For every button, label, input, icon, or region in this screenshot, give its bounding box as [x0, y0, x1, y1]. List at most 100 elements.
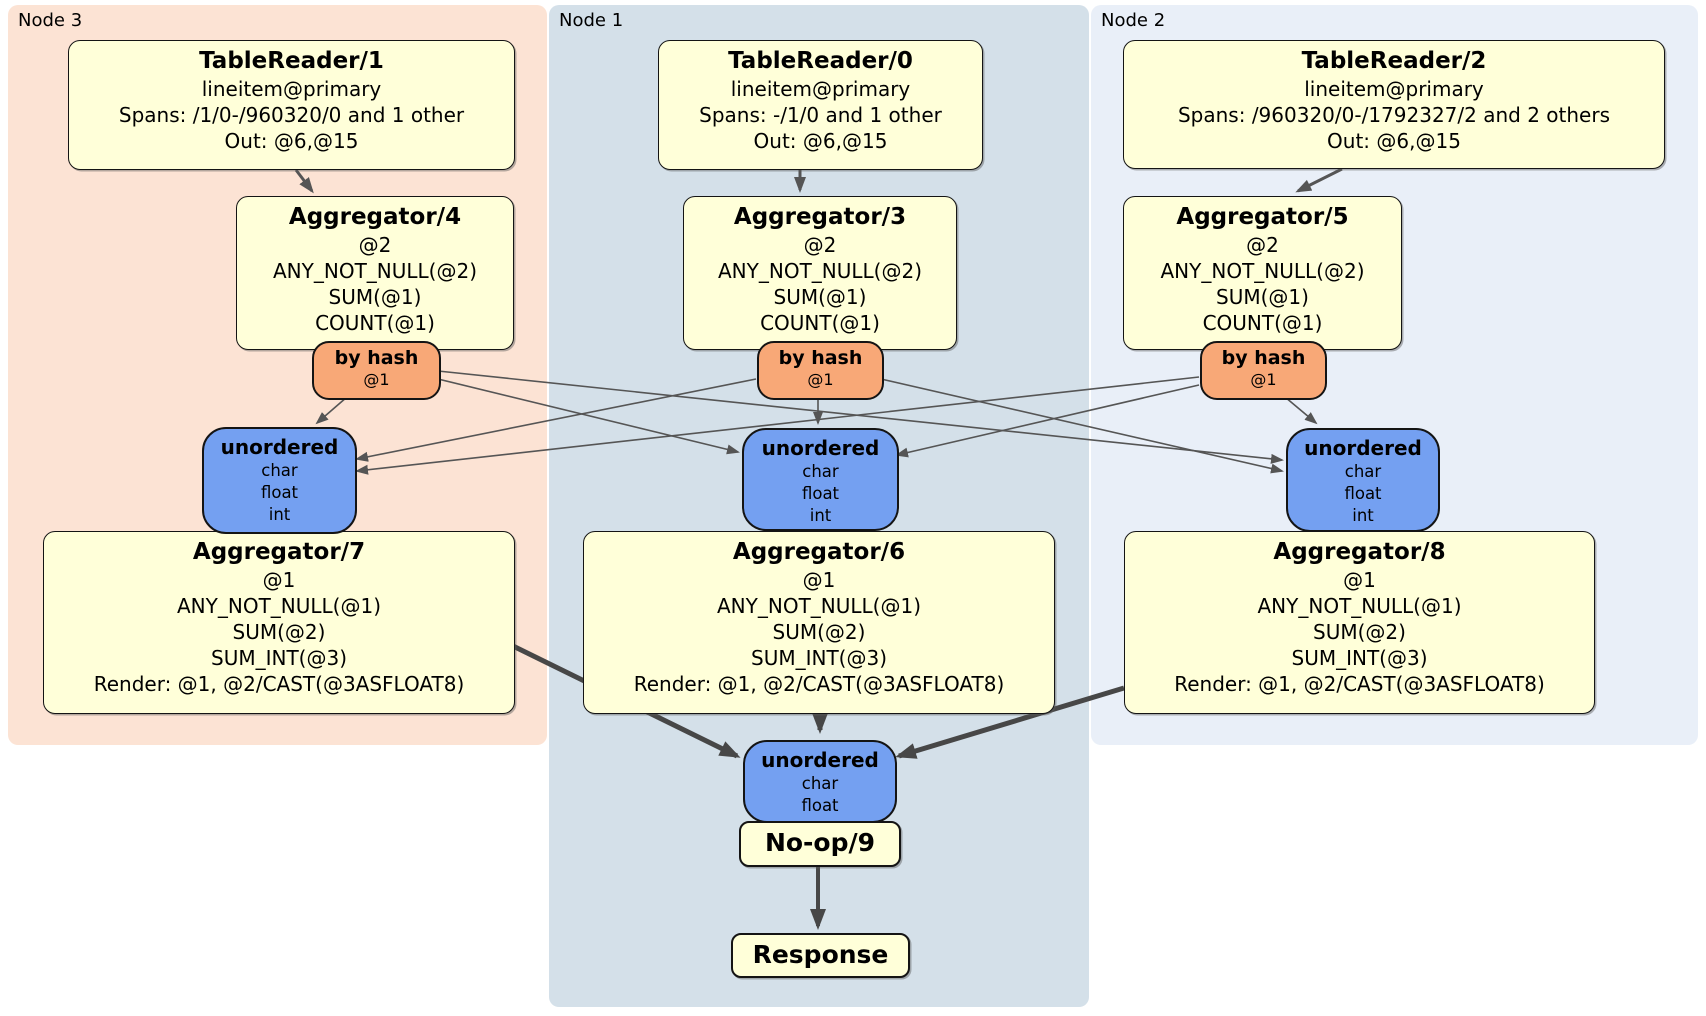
unordered-sync-node1-title: unordered [761, 436, 880, 460]
text-line: char [1344, 462, 1382, 481]
noop-box: No-op/9 [739, 821, 901, 867]
hash-router-node3: by hash @1 [312, 341, 441, 400]
unordered-sync-node3-title: unordered [220, 435, 339, 459]
text-line: Spans: -/1/0 and 1 other [699, 103, 942, 127]
text-line: @2 [803, 233, 837, 257]
text-line: ANY_NOT_NULL(@2) [1160, 259, 1365, 283]
text-line: char [261, 461, 298, 480]
node1-label: Node 1 [559, 10, 624, 31]
node3-label: Node 3 [18, 10, 83, 31]
aggregator-3-title: Aggregator/3 [733, 204, 907, 230]
edge-hash3-sync1 [437, 378, 740, 455]
unordered-sync-final-lines: char float [745, 773, 895, 817]
hash-router-node1: by hash @1 [757, 341, 884, 400]
edge-hash2-sync3 [355, 376, 1200, 475]
hash-router-node2-detail: @1 [1250, 370, 1277, 389]
text-line: Render: @1, @2/CAST(@3ASFLOAT8) [633, 672, 1005, 696]
text-line: Out: @6,@15 [224, 129, 359, 153]
text-line: Render: @1, @2/CAST(@3ASFLOAT8) [1174, 672, 1545, 696]
text-line: Out: @6,@15 [1327, 129, 1461, 153]
text-line: COUNT(@1) [760, 311, 880, 335]
text-line: COUNT(@1) [315, 311, 435, 335]
text-line: int [809, 506, 832, 525]
text-line: @1 [262, 568, 296, 592]
unordered-sync-final: unordered char float [743, 740, 897, 823]
text-line: @1 [802, 568, 836, 592]
text-line: @2 [1246, 233, 1279, 257]
text-line: lineitem@primary [1304, 77, 1484, 101]
text-line: SUM_INT(@3) [211, 646, 347, 670]
text-line: char [802, 462, 839, 481]
text-line: Spans: /1/0-/960320/0 and 1 other [118, 103, 465, 127]
text-line: int [268, 505, 291, 524]
aggregator-4-title: Aggregator/4 [288, 204, 462, 230]
text-line: SUM(@1) [1216, 285, 1309, 309]
text-line: float [260, 483, 299, 502]
text-line: ANY_NOT_NULL(@2) [718, 259, 922, 283]
text-line: Spans: /960320/0-/1792327/2 and 2 others [1177, 103, 1610, 127]
text-line: Render: @1, @2/CAST(@3ASFLOAT8) [93, 672, 465, 696]
edge-hash1-sync2 [880, 378, 1284, 474]
unordered-sync-final-title: unordered [761, 748, 879, 772]
text-line: SUM(@1) [773, 285, 867, 309]
aggregator-6-title: Aggregator/6 [732, 539, 906, 565]
edge-hash1-sync3 [355, 378, 757, 462]
edge-tr1-agg4 [294, 169, 314, 194]
hash-router-node3-detail: @1 [363, 370, 390, 389]
unordered-sync-node3-lines: char float int [204, 460, 355, 526]
text-line: SUM(@2) [772, 620, 866, 644]
text-line: SUM(@2) [1313, 620, 1406, 644]
hash-router-node3-title: by hash [334, 347, 419, 369]
response-box: Response [731, 933, 910, 978]
text-line: ANY_NOT_NULL(@1) [177, 594, 381, 618]
text-line: @1 [1343, 568, 1376, 592]
text-line: SUM_INT(@3) [1291, 646, 1428, 670]
hash-router-node2-title: by hash [1221, 347, 1306, 369]
aggregator-5-title: Aggregator/5 [1176, 204, 1349, 230]
text-line: SUM(@2) [232, 620, 326, 644]
text-line: ANY_NOT_NULL(@1) [1257, 594, 1462, 618]
hash-router-node2: by hash @1 [1200, 341, 1327, 400]
aggregator-8-title: Aggregator/8 [1273, 539, 1446, 565]
node2-label: Node 2 [1101, 10, 1166, 31]
text-line: SUM_INT(@3) [751, 646, 887, 670]
tablereader-0-title: TableReader/0 [728, 48, 913, 74]
text-line: int [1352, 506, 1374, 525]
unordered-sync-node2-title: unordered [1304, 436, 1422, 460]
edge-tr2-agg5 [1295, 167, 1343, 193]
edge-hash2-sync1 [895, 384, 1200, 458]
tablereader-2-title: TableReader/2 [1301, 48, 1487, 74]
edge-hash3-sync3 [315, 396, 348, 425]
response-label: Response [752, 940, 889, 969]
text-line: char [801, 774, 839, 793]
unordered-sync-node2-lines: char float int [1288, 461, 1438, 527]
text-line: @2 [358, 233, 392, 257]
text-line: SUM(@1) [328, 285, 422, 309]
text-line: lineitem@primary [201, 77, 382, 101]
unordered-sync-node2: unordered char float int [1286, 428, 1440, 532]
text-line: ANY_NOT_NULL(@2) [273, 259, 477, 283]
text-line: float [801, 796, 839, 815]
text-line: COUNT(@1) [1202, 311, 1323, 335]
text-line: ANY_NOT_NULL(@1) [717, 594, 921, 618]
text-line: float [1344, 484, 1382, 503]
tablereader-1-title: TableReader/1 [199, 48, 384, 74]
edge-agg8-finalsync [895, 685, 1125, 759]
